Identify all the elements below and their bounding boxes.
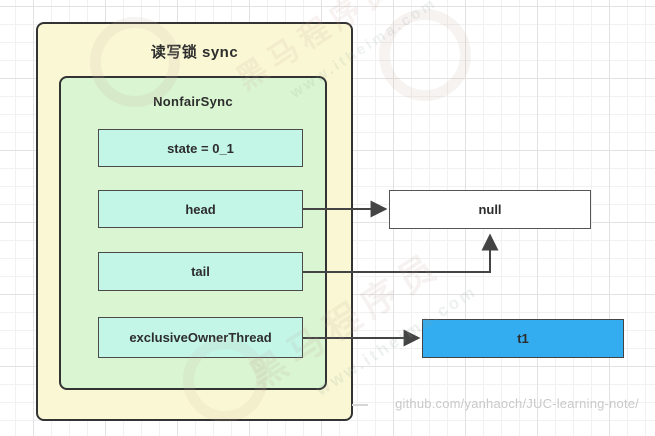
credit-dash	[352, 404, 368, 406]
field-head: head	[98, 190, 303, 228]
sync-group-box: 读写锁 sync NonfairSync state = 0_1 head ta…	[36, 22, 353, 421]
field-exclusiveownerthread: exclusiveOwnerThread	[98, 317, 303, 358]
nonfairsync-group-box: NonfairSync state = 0_1 head tail exclus…	[59, 76, 327, 390]
node-null: null	[389, 190, 591, 229]
sync-group-title: 读写锁 sync	[150, 44, 239, 61]
credit-text: github.com/yanhaoch/JUC-learning-note/	[395, 396, 639, 411]
field-state: state = 0_1	[98, 129, 303, 167]
nonfairsync-title: NonfairSync	[153, 94, 233, 109]
watermark-logo-circle	[379, 9, 471, 101]
field-tail: tail	[98, 252, 303, 291]
node-t1: t1	[422, 319, 624, 358]
